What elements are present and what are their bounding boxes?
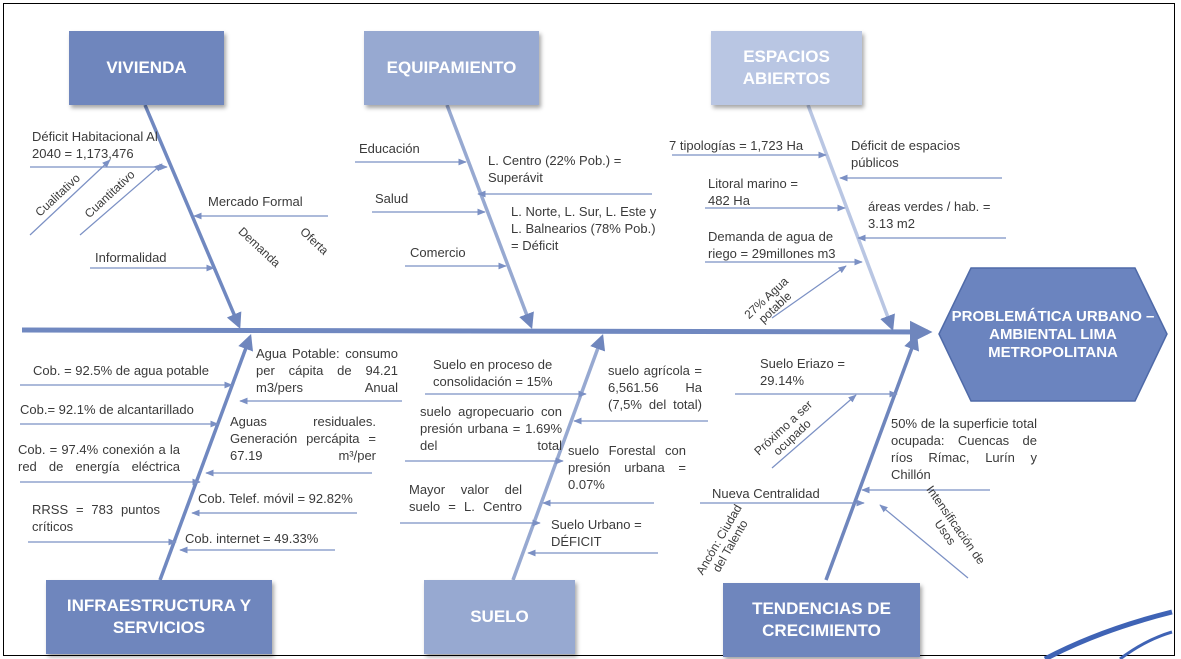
suelo-urbano: Suelo Urbano = DÉFICIT xyxy=(551,517,642,549)
bone-equipamiento xyxy=(445,104,534,329)
main-spine xyxy=(21,320,933,344)
category-tendencias: TENDENCIAS DE CRECIMIENTO xyxy=(723,583,920,657)
equip-comercio: Comercio xyxy=(410,245,466,260)
suelo-agricola: suelo agrícola = 6,561.56 Ha (7,5% del t… xyxy=(608,363,702,412)
infra-internet: Cob. internet = 49.33% xyxy=(185,531,319,546)
problem-label: PROBLEMÁTICA URBANO – AMBIENTAL LIMA MET… xyxy=(951,307,1155,361)
tend-eriazo: Suelo Eriazo = 29.14% xyxy=(760,356,845,388)
problem-hexagon: PROBLEMÁTICA URBANO – AMBIENTAL LIMA MET… xyxy=(937,266,1169,403)
suelo-forestal: suelo Forestal con presión urbana = 0.07… xyxy=(568,443,686,492)
equip-salud: Salud xyxy=(375,191,409,206)
suelo-agropecuario: suelo agropecuario con presión urbana = … xyxy=(420,404,562,453)
espacios-deficit: Déficit de espacios públicos xyxy=(851,138,961,170)
equip-norte: L. Norte, L. Sur, L. Este y L. Balneario… xyxy=(511,204,657,253)
espacios-demanda-agua: Demanda de agua de riego = 29millones m3 xyxy=(708,229,836,261)
vivienda-informalidad: Informalidad xyxy=(95,250,167,265)
infra-telef: Cob. Telef. móvil = 92.82% xyxy=(198,491,353,506)
infra-cob-agua: Cob. = 92.5% de agua potable xyxy=(33,363,210,378)
sub-arrows xyxy=(20,151,1006,579)
bone-espacios xyxy=(806,104,895,331)
corner-swoosh xyxy=(1043,609,1173,659)
suelo-consolidacion: Suelo en proceso de consolidación = 15% xyxy=(433,357,553,389)
infra-aguas-residuales: Aguas residuales. Generación percápita =… xyxy=(230,414,376,463)
infra-cob-alc: Cob.= 92.1% de alcantarillado xyxy=(20,402,194,417)
suelo-mayor-valor: Mayor valor del suelo = L. Centro xyxy=(409,482,522,514)
vivienda-deficit: Déficit Habitacional Al 2040 = 1,173,476 xyxy=(32,129,158,161)
category-infraestructura: INFRAESTRUCTURA Y SERVICIOS xyxy=(46,580,272,654)
tend-nueva: Nueva Centralidad xyxy=(712,486,820,501)
espacios-litoral: Litoral marino = 482 Ha xyxy=(708,176,798,208)
infra-rrss: RRSS = 783 puntos críticos xyxy=(32,502,160,534)
category-vivienda: VIVIENDA xyxy=(69,31,224,105)
bone-tendencias xyxy=(824,334,920,581)
tend-superficie: 50% de la superficie total ocupada: Cuen… xyxy=(891,416,1037,482)
equip-educacion: Educación xyxy=(359,141,420,156)
infra-agua-potable: Agua Potable: consumo per cápita de 94.2… xyxy=(256,346,398,395)
espacios-areas: áreas verdes / hab. = 3.13 m2 xyxy=(868,199,991,231)
category-espacios-abiertos: ESPACIOS ABIERTOS xyxy=(711,31,862,105)
equip-centro: L. Centro (22% Pob.) = Superávit xyxy=(488,153,622,185)
vivienda-mercado: Mercado Formal xyxy=(208,194,303,209)
espacios-tipologias: 7 tipologías = 1,723 Ha xyxy=(669,138,804,153)
category-suelo: SUELO xyxy=(424,580,575,654)
infra-cob-energia: Cob. = 97.4% conexión a la red de energí… xyxy=(18,442,180,474)
bone-vivienda xyxy=(143,104,242,329)
category-equipamiento: EQUIPAMIENTO xyxy=(364,31,539,105)
